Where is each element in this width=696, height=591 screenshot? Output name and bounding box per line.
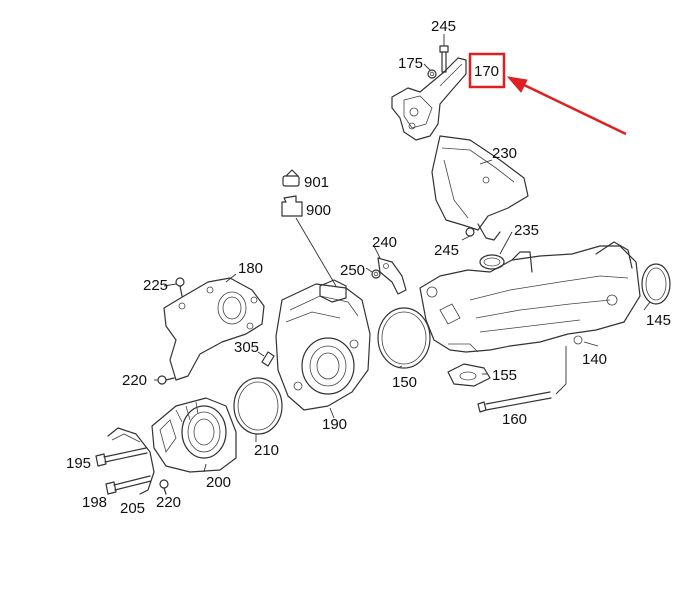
callout-901: 901 [304,174,329,191]
callout-140: 140 [582,351,607,368]
bolt-160 [477,391,552,413]
leader-lines [154,34,651,473]
throttle-body-190 [275,279,371,411]
gasket-155 [447,363,491,387]
sensor-901 [282,169,300,187]
callout-labels: 245 175 170 230 901 900 240 235 245 180 … [66,18,671,517]
callout-245-top: 245 [431,18,456,35]
callout-900: 900 [306,202,331,219]
callout-175: 175 [398,55,423,72]
screw-220-lower [159,479,169,495]
callout-225: 225 [143,277,168,294]
callout-180: 180 [238,260,263,277]
bolt-198 [105,475,152,495]
highlight-arrow-line [521,82,627,136]
nut-175 [427,69,437,79]
intake-manifold-140 [419,241,641,353]
seal-ring-145 [641,263,671,305]
callout-195: 195 [66,455,91,472]
o-ring-210 [233,377,283,435]
cover-230 [431,135,529,241]
callout-305: 305 [234,339,259,356]
callout-220-upper: 220 [122,372,147,389]
screw-225 [175,277,185,297]
callout-240: 240 [372,234,397,251]
callout-190: 190 [322,416,347,433]
callout-155: 155 [492,367,517,384]
callout-230: 230 [492,145,517,162]
callout-250: 250 [340,262,365,279]
bolt-195 [95,447,148,467]
seal-235 [479,254,505,270]
highlight-marker [468,52,627,136]
bolt-245-top [439,45,449,73]
callout-160: 160 [502,411,527,428]
callout-245-lower: 245 [434,242,459,259]
sensor-900 [281,195,303,217]
highlight-arrow-head [506,76,528,93]
callout-205: 205 [120,500,145,517]
bracket-170 [391,57,467,141]
o-ring-150 [377,307,431,369]
callout-145: 145 [646,312,671,329]
clamp-205 [107,427,155,495]
callout-220-lower: 220 [156,494,181,511]
highlight-box [468,52,506,89]
screw-305 [261,351,275,367]
callout-210: 210 [254,442,279,459]
callout-198: 198 [82,494,107,511]
clip-240 [377,257,407,295]
callout-235: 235 [514,222,539,239]
callout-150: 150 [392,374,417,391]
screw-250 [371,269,381,279]
screw-245-lower [465,227,475,237]
adapter-200 [151,397,237,473]
callout-200: 200 [206,474,231,491]
callout-170: 170 [474,63,499,80]
screw-220-upper [157,375,175,385]
flange-plate-180 [163,277,265,381]
